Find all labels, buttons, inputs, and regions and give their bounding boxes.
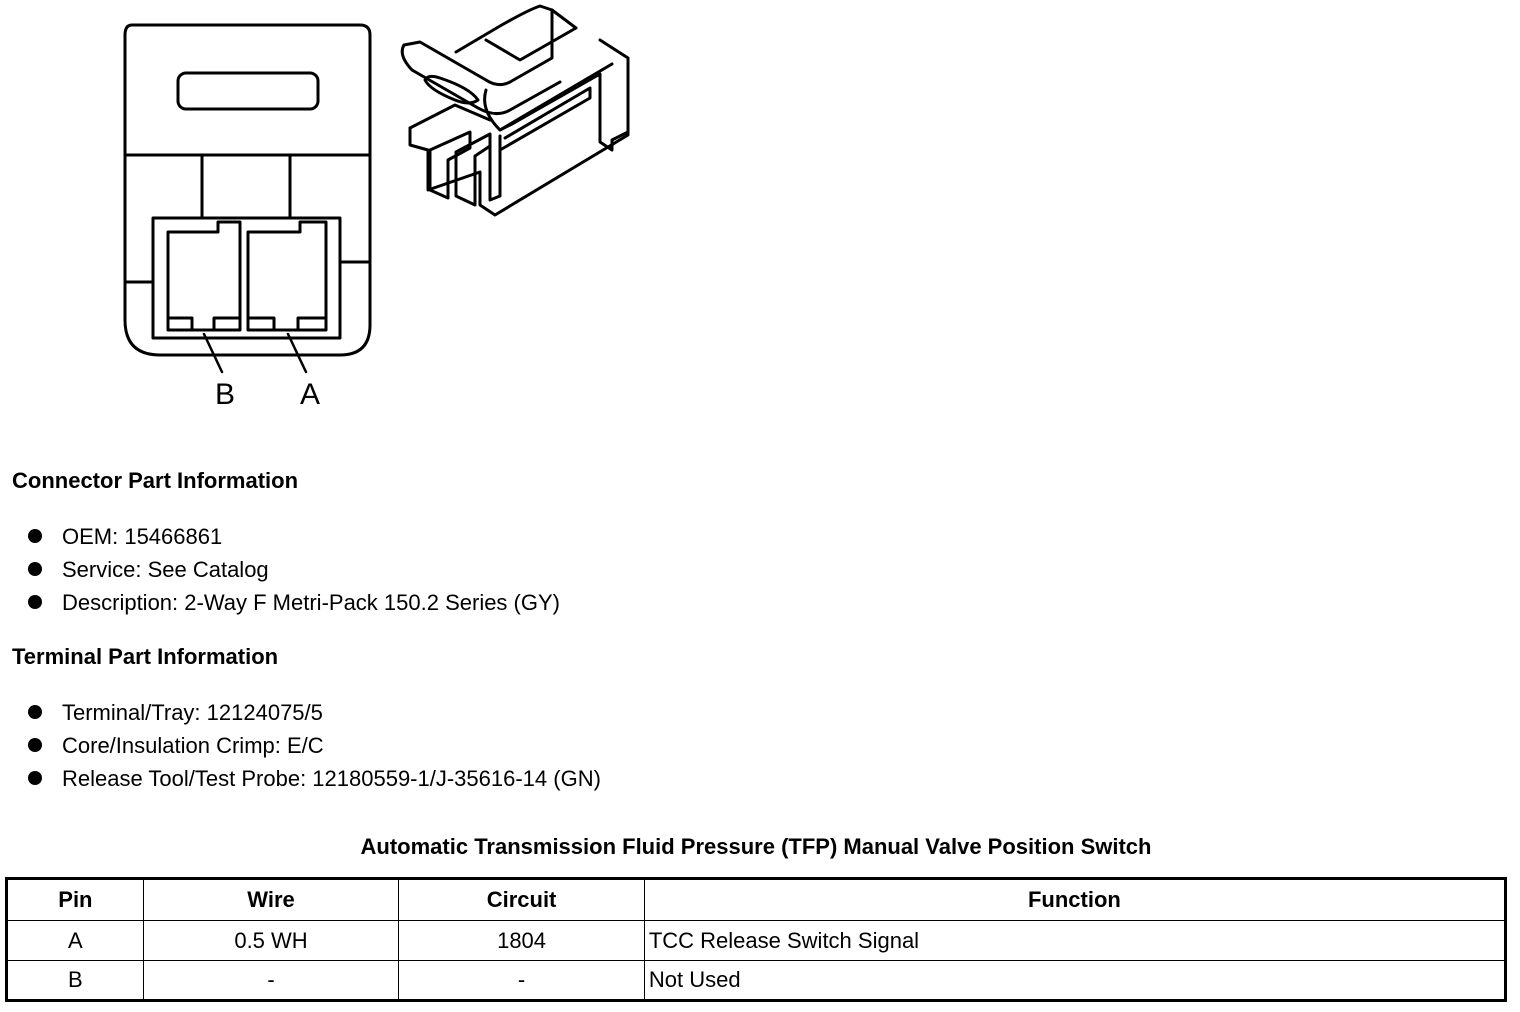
cell-pin: A [6,920,144,961]
bullet-icon [28,529,42,543]
table-row: B - - Not Used [6,960,1507,1001]
cell-pin: B [6,960,144,1001]
pin-table-title: Automatic Transmission Fluid Pressure (T… [360,834,1152,859]
header-function: Function [643,878,1507,921]
cell-function: TCC Release Switch Signal [643,920,1507,961]
pin-label-a: A [300,378,321,411]
connector-face-view [123,23,372,374]
connector-part-info-heading: Connector Part Information [12,468,299,493]
list-item: OEM: 15466861 [28,520,560,553]
pin-table: Pin Wire Circuit Function A 0.5 WH 1804 … [5,877,1507,1002]
connector-isometric-view [400,4,630,217]
header-pin: Pin [6,878,144,921]
bullet-icon [28,562,42,576]
bullet-icon [28,738,42,752]
connector-illustration [123,4,630,374]
list-item: Core/Insulation Crimp: E/C [28,729,601,762]
cell-circuit: 1804 [398,920,645,961]
list-item: Release Tool/Test Probe: 12180559-1/J-35… [28,762,601,795]
list-item: Description: 2-Way F Metri-Pack 150.2 Se… [28,586,560,619]
list-item: Service: See Catalog [28,553,560,586]
connector-part-info-list: OEM: 15466861 Service: See Catalog Descr… [28,520,560,619]
bullet-icon [28,595,42,609]
cell-function: Not Used [643,960,1507,1001]
table-header-row: Pin Wire Circuit Function [6,878,1507,921]
table-row: A 0.5 WH 1804 TCC Release Switch Signal [6,920,1507,961]
header-circuit: Circuit [398,878,645,921]
cell-wire: 0.5 WH [142,920,400,961]
bullet-icon [28,771,42,785]
cell-wire: - [142,960,400,1001]
cell-circuit: - [398,960,645,1001]
bullet-icon [28,705,42,719]
header-wire: Wire [142,878,400,921]
pin-label-b: B [215,378,236,411]
list-item: Terminal/Tray: 12124075/5 [28,696,601,729]
terminal-part-info-heading: Terminal Part Information [12,644,279,669]
terminal-part-info-list: Terminal/Tray: 12124075/5 Core/Insulatio… [28,696,601,795]
